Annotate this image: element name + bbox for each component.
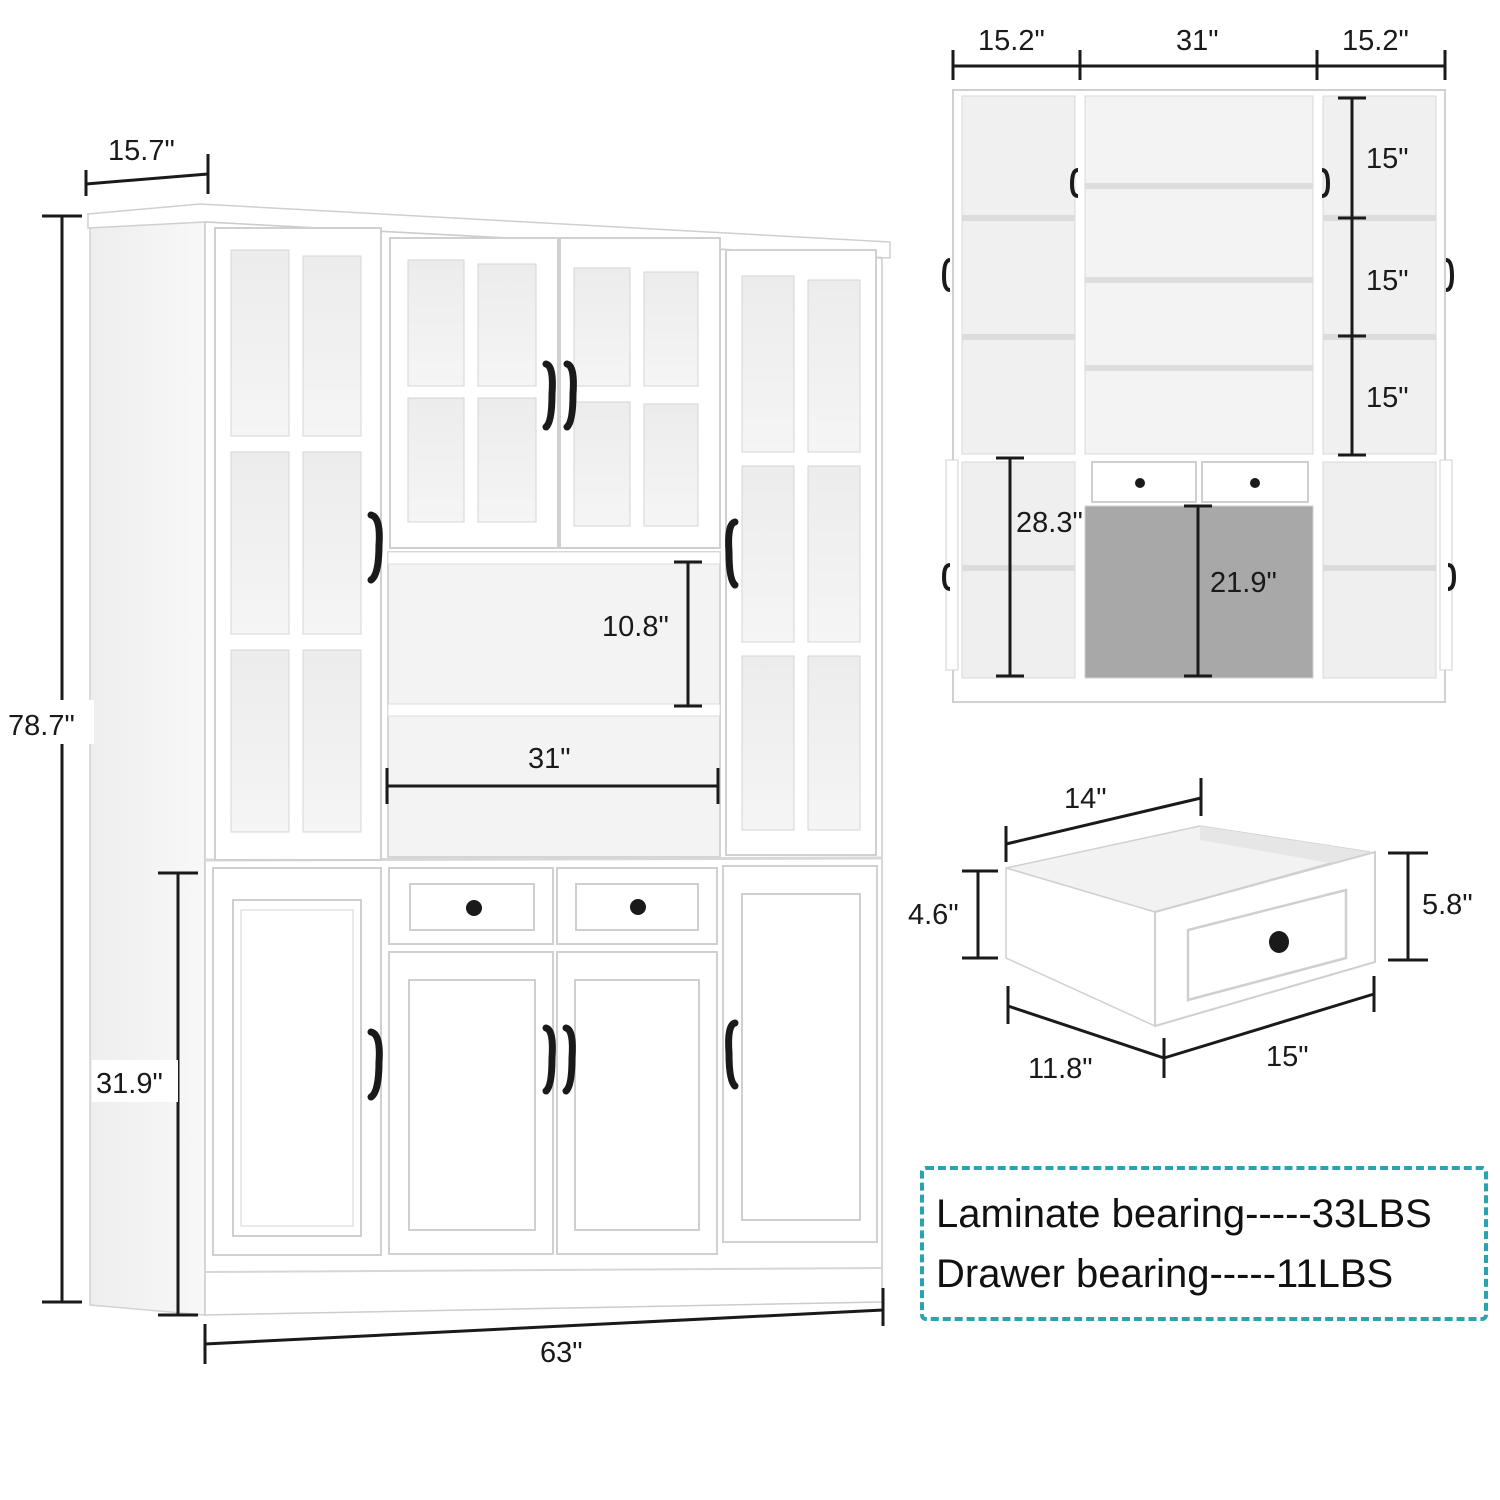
glass-pane bbox=[407, 259, 465, 387]
label-bg bbox=[6, 700, 94, 744]
label-drawer-front-height: 5.8" bbox=[1422, 889, 1473, 921]
lower-right-door[interactable] bbox=[722, 865, 878, 1243]
dim-drawer-inner-height bbox=[962, 869, 998, 960]
door-handle[interactable] bbox=[542, 360, 556, 431]
label-drawer-inner-width: 14" bbox=[1064, 783, 1107, 815]
cabinet-side-face bbox=[89, 214, 206, 1316]
label-bg bbox=[92, 1060, 178, 1102]
lower-left-door[interactable] bbox=[212, 867, 383, 1256]
label-back-lower-center-height: 21.9" bbox=[1210, 567, 1277, 599]
dim-drawer-front-height bbox=[1388, 851, 1428, 962]
right-glass-door[interactable] bbox=[725, 249, 877, 856]
label-back-lower-side-height: 28.3" bbox=[1016, 507, 1083, 539]
glass-pane bbox=[477, 397, 537, 523]
bearing-info-box: Laminate bearing-----33LBS Drawer bearin… bbox=[920, 1166, 1488, 1321]
door-handle[interactable] bbox=[542, 1024, 556, 1095]
center-column-interior bbox=[1084, 95, 1314, 455]
dim-back-shelf-gaps bbox=[1338, 96, 1366, 457]
drawer-knob[interactable] bbox=[630, 899, 646, 915]
door-handle bbox=[1069, 168, 1079, 198]
label-drawer-front-width: 15" bbox=[1266, 1041, 1309, 1073]
dim-open-shelf-width bbox=[385, 768, 720, 804]
left-column-interior bbox=[961, 95, 1076, 455]
drawer-knob[interactable] bbox=[1269, 931, 1289, 953]
lower-drawers bbox=[388, 867, 718, 945]
glass-pane bbox=[477, 263, 537, 387]
dim-cabinet-depth bbox=[84, 154, 210, 196]
drawer-detail bbox=[1005, 825, 1376, 1028]
plinth-line bbox=[204, 1267, 883, 1273]
label-back-shelf-gap-1: 15" bbox=[1366, 143, 1409, 175]
glass-pane bbox=[302, 649, 362, 833]
dim-back-lower-side-height bbox=[996, 456, 1024, 678]
dim-back-lower-center-height bbox=[1184, 504, 1212, 678]
label-cabinet-width: 63" bbox=[540, 1337, 583, 1369]
drawer-knob[interactable] bbox=[1250, 478, 1260, 488]
main-cabinet bbox=[87, 203, 891, 1316]
drawer-knob[interactable] bbox=[1135, 478, 1145, 488]
dim-drawer-depth-width bbox=[1006, 976, 1376, 1078]
label-cabinet-depth: 15.7" bbox=[108, 135, 175, 167]
glass-pane bbox=[741, 655, 795, 831]
glass-pane bbox=[230, 249, 290, 437]
label-back-shelf-gap-2: 15" bbox=[1366, 265, 1409, 297]
door-handle[interactable] bbox=[725, 518, 739, 589]
glass-pane bbox=[407, 397, 465, 523]
laminate-bearing-text: Laminate bearing-----33LBS bbox=[936, 1192, 1432, 1236]
label-open-shelf-height: 10.8" bbox=[602, 611, 669, 643]
glass-pane bbox=[643, 271, 699, 387]
lower-center-doors[interactable] bbox=[388, 951, 718, 1255]
label-drawer-depth: 11.8" bbox=[1028, 1053, 1093, 1085]
glass-pane bbox=[573, 401, 631, 527]
door-handle bbox=[941, 563, 951, 591]
label-drawer-inner-height: 4.6" bbox=[908, 899, 959, 931]
dim-back-widths bbox=[951, 50, 1447, 80]
glass-pane bbox=[741, 275, 795, 453]
label-back-center-width: 31" bbox=[1176, 25, 1219, 57]
open-shelf-area bbox=[387, 551, 721, 858]
dim-cabinet-height bbox=[42, 214, 82, 1304]
drawer-knob[interactable] bbox=[466, 900, 482, 916]
glass-pane bbox=[741, 465, 795, 643]
glass-pane bbox=[573, 267, 631, 387]
glass-pane bbox=[230, 451, 290, 635]
door-handle[interactable] bbox=[725, 1019, 739, 1090]
door-handle[interactable] bbox=[562, 1024, 576, 1095]
label-open-shelf-width: 31" bbox=[528, 743, 571, 775]
label-cabinet-height: 78.7" bbox=[8, 710, 75, 742]
door-handle[interactable] bbox=[367, 1028, 383, 1101]
left-glass-door[interactable] bbox=[214, 227, 383, 861]
glass-pane bbox=[807, 655, 861, 831]
door-handle bbox=[1447, 563, 1457, 591]
dim-drawer-inner-width bbox=[1004, 778, 1203, 862]
label-lower-cabinet-height: 31.9" bbox=[96, 1068, 163, 1100]
label-back-left-width: 15.2" bbox=[978, 25, 1045, 57]
glass-pane bbox=[807, 279, 861, 453]
door-handle[interactable] bbox=[563, 360, 577, 431]
door-handle bbox=[1445, 258, 1455, 292]
door-handle bbox=[941, 258, 951, 292]
glass-pane bbox=[643, 403, 699, 527]
glass-pane bbox=[302, 451, 362, 635]
drawer-bearing-text: Drawer bearing-----11LBS bbox=[936, 1252, 1394, 1296]
label-back-right-width: 15.2" bbox=[1342, 25, 1409, 57]
door-handle bbox=[1321, 168, 1331, 198]
glass-pane bbox=[302, 255, 362, 437]
glass-pane bbox=[230, 649, 290, 833]
drawer-right[interactable] bbox=[556, 867, 718, 945]
dim-open-shelf-height bbox=[674, 560, 702, 708]
label-back-shelf-gap-3: 15" bbox=[1366, 382, 1409, 414]
door-handle[interactable] bbox=[367, 511, 383, 584]
right-column-interior bbox=[1322, 95, 1437, 455]
center-upper-glass-doors[interactable] bbox=[389, 237, 721, 549]
dim-cabinet-width bbox=[203, 1288, 885, 1364]
glass-pane bbox=[807, 465, 861, 643]
